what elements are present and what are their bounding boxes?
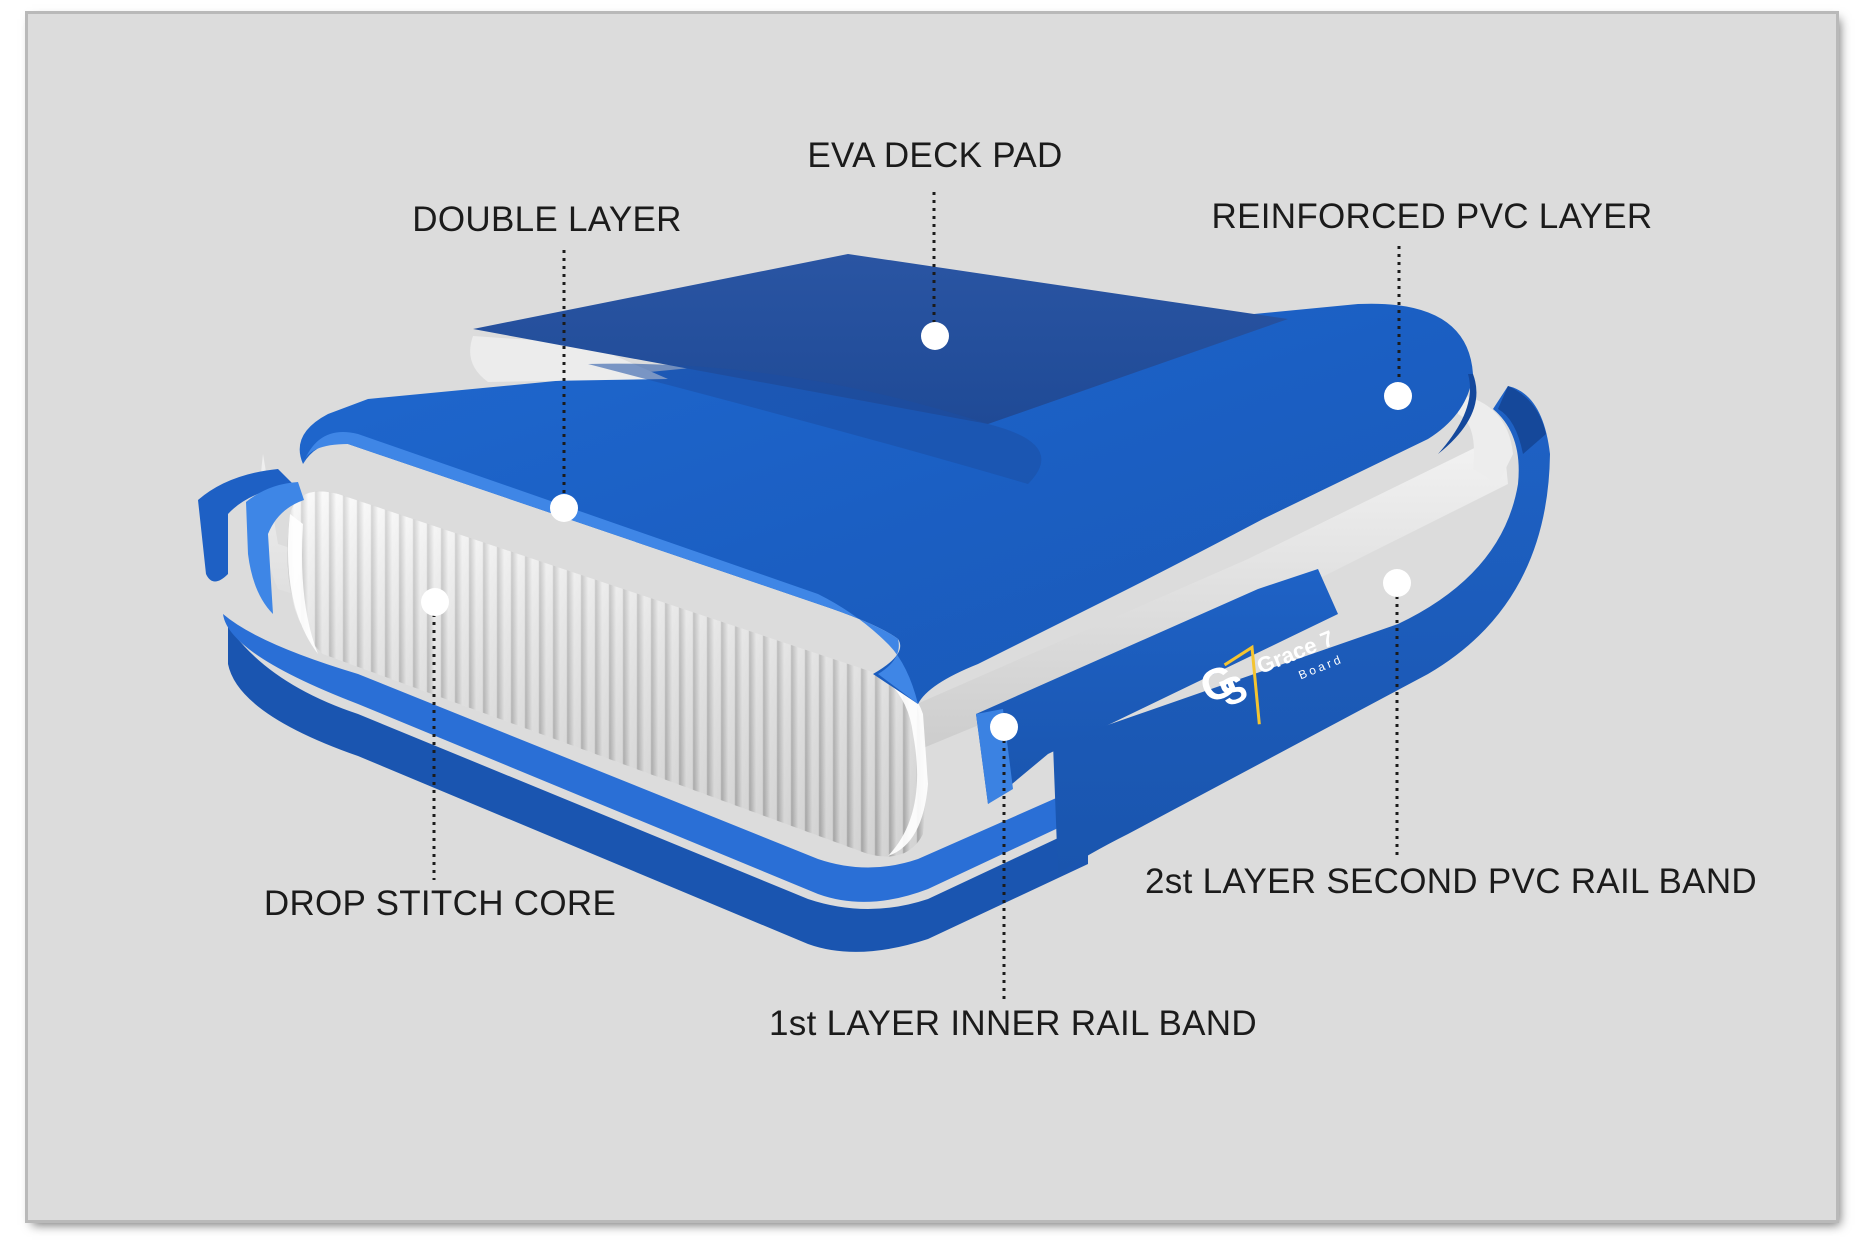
marker-drop-stitch-core [421,588,449,616]
markers [421,322,1412,741]
sup-board-layer-diagram: G S Grace 7 Board [198,192,1550,1002]
label-eva-deck-pad: EVA DECK PAD [807,136,1063,175]
left-pvc-edges [198,469,304,614]
diagram-frame: G S Grace 7 Board EVA DECK PAD DOUBLE LA… [28,14,1836,1220]
logo-accent [1223,644,1261,725]
marker-double-layer [550,494,578,522]
marker-second-rail-band [1383,569,1411,597]
reinforced-pvc-top-layer [299,303,1477,704]
label-first-layer-inner-rail-band: 1st LAYER INNER RAIL BAND [769,1004,1257,1043]
marker-eva-deck-pad [921,322,949,350]
label-reinforced-pvc-layer: REINFORCED PVC LAYER [1211,197,1653,236]
label-double-layer: DOUBLE LAYER [412,200,682,239]
drop-stitch-core [287,491,928,857]
label-drop-stitch-core: DROP STITCH CORE [263,884,617,923]
leader-lines [432,192,1401,1002]
label-second-layer-rail-band: 2st LAYER SECOND PVC RAIL BAND [1145,862,1757,901]
marker-first-rail-band [990,713,1018,741]
second-pvc-rail-band [1053,386,1550,874]
eva-deck-pad [473,254,1288,484]
marker-reinforced-pvc [1384,382,1412,410]
